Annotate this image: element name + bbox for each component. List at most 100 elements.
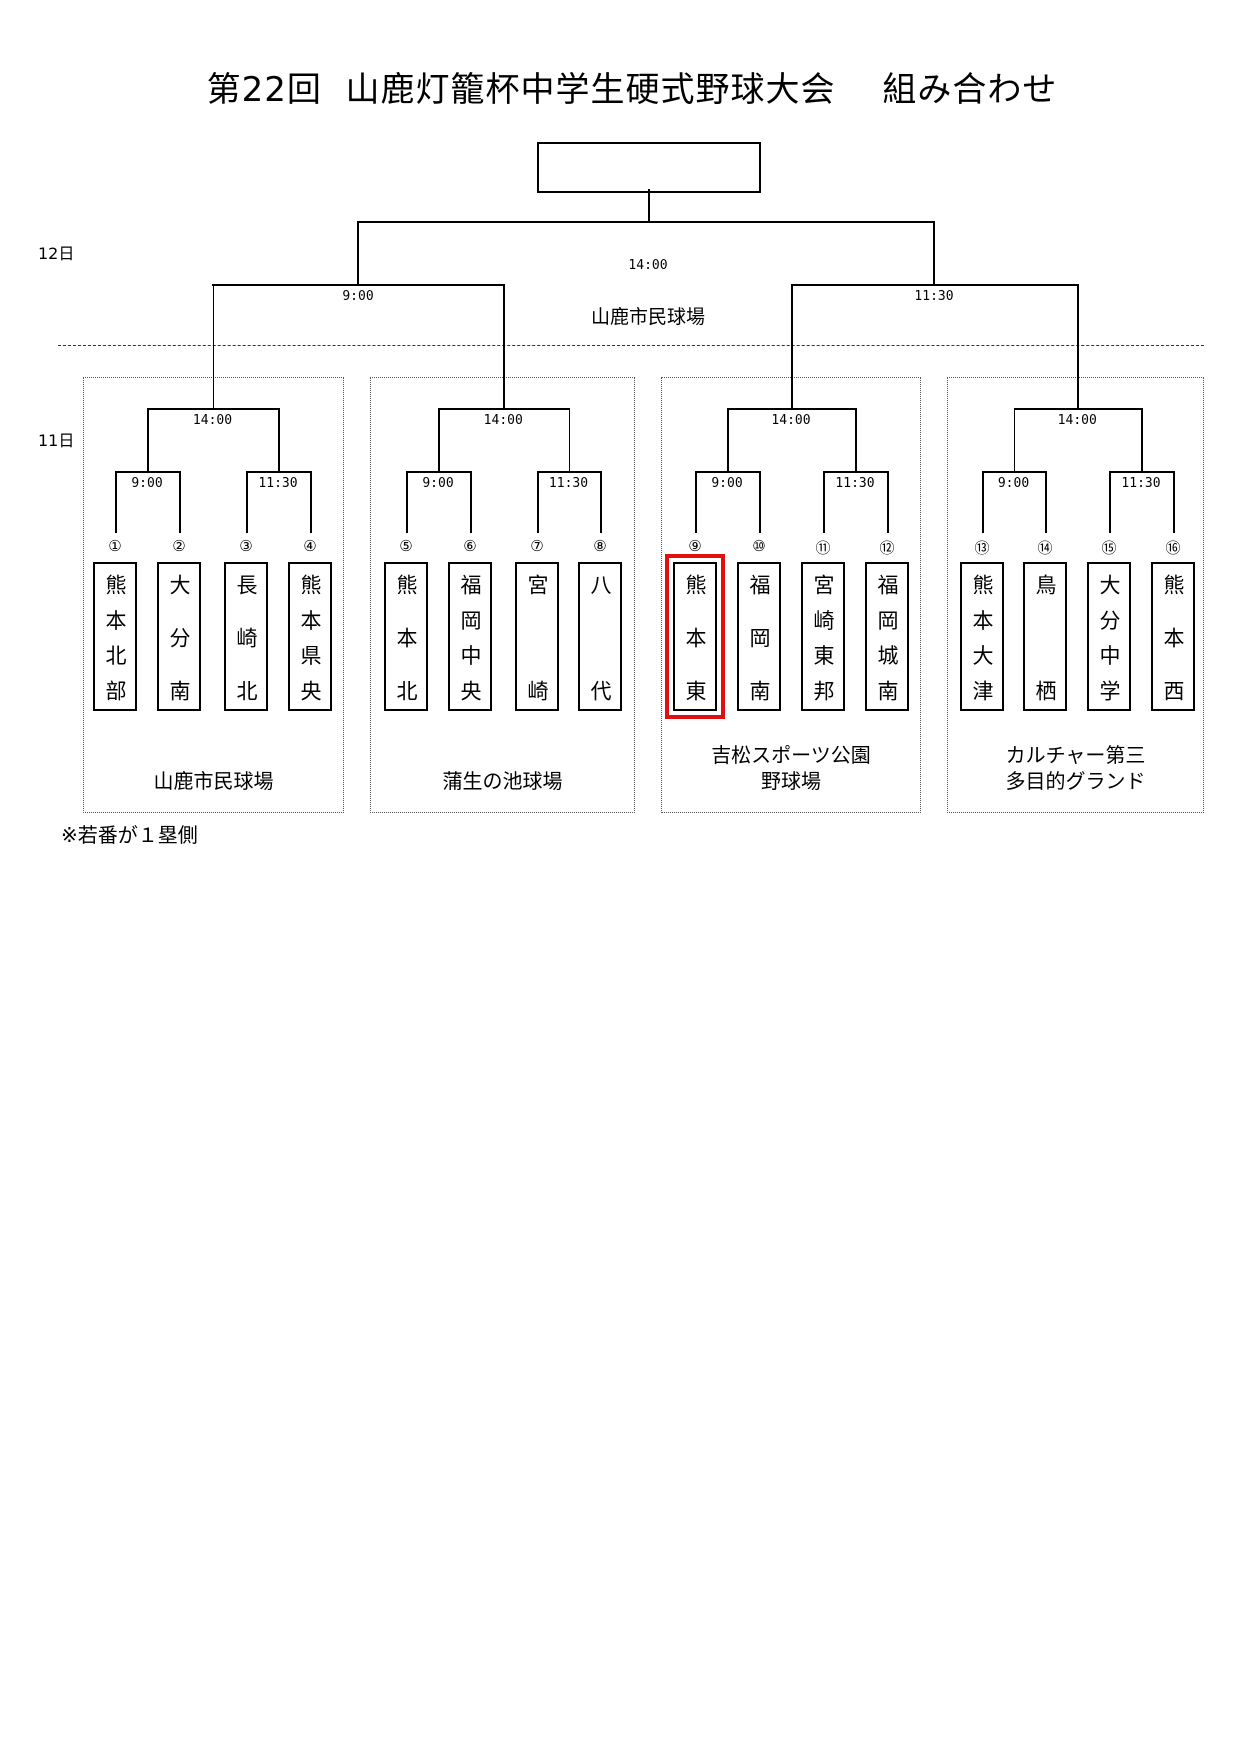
team-seed-number: ⑨	[688, 537, 702, 555]
team-name: 大分中学	[1097, 574, 1121, 701]
venue-label: 吉松スポーツ公園野球場	[662, 742, 920, 794]
semifinal-2-time: 11:30	[914, 289, 954, 304]
team-box: 福岡南	[737, 562, 781, 711]
bracket-line	[982, 471, 984, 533]
team-name: 熊本西	[1161, 574, 1185, 701]
team-seed-number: ⑮	[1101, 539, 1117, 557]
venue-label-line: カルチャー第三	[1005, 743, 1146, 767]
venue-label-line: 多目的グランド	[1005, 769, 1146, 793]
bracket-line	[727, 408, 855, 410]
bracket-line	[115, 471, 117, 533]
team-box: 福岡城南	[865, 562, 909, 711]
team-seed-number: ⑭	[1037, 539, 1053, 557]
bracket-line	[278, 408, 280, 471]
team-seed-number: ⑩	[752, 537, 766, 555]
team-box: 福岡中央	[448, 562, 492, 711]
bracket-line	[1077, 284, 1079, 408]
team-name: 熊本北	[394, 574, 418, 701]
round2-time: 14:00	[192, 413, 233, 428]
bracket-line	[537, 471, 539, 533]
bracket-line	[855, 408, 857, 471]
team-box: 熊本北部	[93, 562, 137, 711]
team-seed-number: ②	[172, 537, 186, 555]
day-label-12: 12日	[38, 244, 75, 263]
bracket-line	[600, 471, 602, 533]
team-seed-number: ⑥	[463, 537, 477, 555]
team-name: 大分南	[167, 574, 191, 701]
team-box: 長崎北	[224, 562, 268, 711]
venue-label-line: 吉松スポーツ公園	[711, 743, 871, 767]
team-name: 熊本東	[683, 574, 707, 701]
bracket-line	[147, 408, 149, 471]
day-label-11: 11日	[38, 431, 75, 450]
round1-time: 9:00	[422, 476, 454, 491]
bracket-line	[1141, 408, 1143, 471]
bracket-line	[503, 284, 505, 408]
team-box: 八代	[578, 562, 622, 711]
round2-time: 14:00	[771, 413, 811, 428]
bracket-line	[1045, 471, 1047, 533]
team-name: 熊本北部	[103, 574, 127, 701]
bracket-line	[357, 221, 934, 223]
bracket-line	[1109, 471, 1173, 473]
round1-time: 11:30	[258, 476, 298, 491]
round1-time: 9:00	[997, 476, 1030, 491]
venue-box: 吉松スポーツ公園野球場	[661, 377, 921, 813]
team-name: 鳥栖	[1033, 574, 1057, 701]
team-seed-number: ⑤	[399, 537, 413, 555]
venue-label-line: 蒲生の池球場	[442, 769, 563, 793]
bracket-line	[823, 471, 825, 533]
venue-box: 山鹿市民球場	[83, 377, 344, 813]
semifinal-1-time: 9:00	[342, 289, 374, 304]
bracket-line	[212, 284, 214, 408]
bracket-line	[933, 221, 935, 284]
team-name: 熊本大津	[970, 574, 994, 701]
bracket-line	[1109, 471, 1111, 533]
venue-label-line: 野球場	[761, 769, 821, 793]
round1-time: 9:00	[711, 476, 743, 491]
bracket-line	[438, 408, 569, 410]
bracket-line	[179, 471, 181, 533]
bracket-line	[438, 408, 440, 471]
round1-time: 11:30	[1121, 476, 1161, 491]
bracket-line	[406, 471, 408, 533]
team-box: 大分南	[157, 562, 201, 711]
venue-label-line: 山鹿市民球場	[153, 769, 274, 793]
final-time: 14:00	[628, 258, 668, 273]
team-seed-number: ⑬	[974, 539, 990, 557]
team-seed-number: ⑪	[815, 539, 831, 557]
bracket-line	[115, 471, 179, 473]
bracket-line	[759, 471, 761, 533]
team-box-highlighted: 熊本東	[665, 554, 725, 719]
bracket-line	[982, 471, 1045, 473]
team-name: 福岡南	[747, 574, 771, 701]
team-box: 大分中学	[1087, 562, 1131, 711]
bracket-line	[406, 471, 470, 473]
team-box: 宮崎東邦	[801, 562, 845, 711]
round1-time: 11:30	[548, 476, 589, 491]
bracket-line	[727, 408, 729, 471]
team-seed-number: ①	[108, 537, 122, 555]
team-name: 八代	[588, 574, 612, 701]
venue-label: 山鹿市民球場	[84, 768, 343, 794]
final-venue: 山鹿市民球場	[590, 306, 706, 328]
bracket-line	[791, 284, 793, 408]
team-seed-number: ⑧	[593, 537, 607, 555]
team-box: 鳥栖	[1023, 562, 1067, 711]
round1-time: 9:00	[131, 476, 163, 491]
bracket-line	[470, 471, 472, 533]
bracket-line	[212, 284, 503, 286]
team-box: 熊本西	[1151, 562, 1195, 711]
team-seed-number: ③	[239, 537, 253, 555]
team-name: 福岡城南	[875, 574, 899, 701]
bracket-line	[147, 408, 278, 410]
team-seed-number: ⑯	[1165, 539, 1181, 557]
bracket-line	[246, 471, 310, 473]
round2-time: 14:00	[483, 413, 523, 428]
bracket-line	[537, 471, 600, 473]
round2-time: 14:00	[1057, 413, 1097, 428]
bracket-line	[1013, 408, 1141, 410]
footnote: ※若番が１塁側	[61, 823, 198, 847]
bracket-line	[823, 471, 887, 473]
bracket-line	[648, 189, 650, 221]
